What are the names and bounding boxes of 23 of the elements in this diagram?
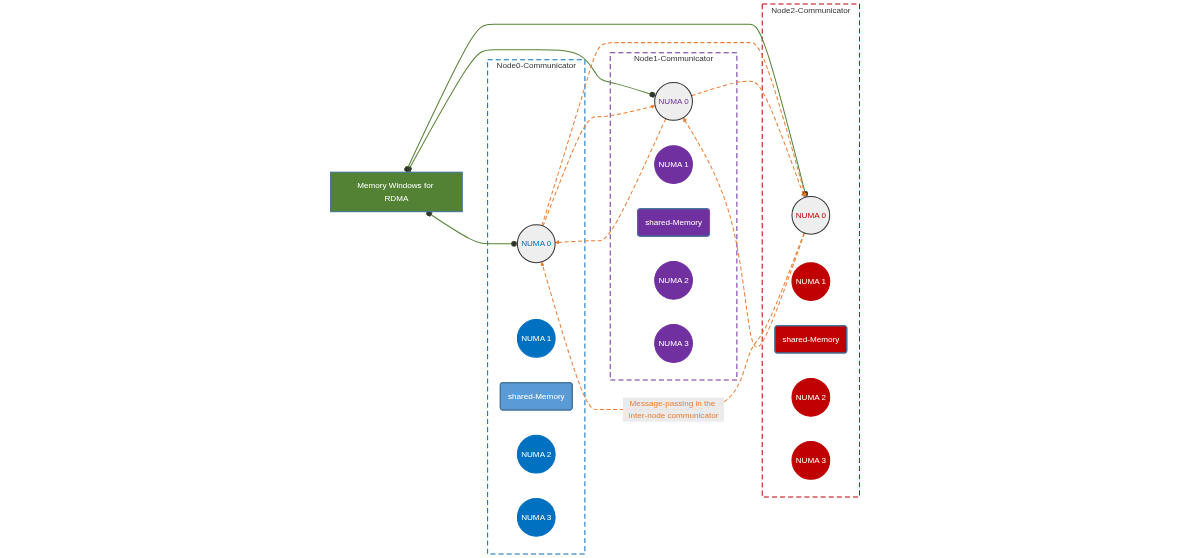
arrow <box>683 117 806 348</box>
node-circle: NUMA 3 <box>654 324 694 363</box>
arrow <box>541 42 808 227</box>
node-box: Memory Windows for RDMA <box>330 171 464 213</box>
arrow <box>555 118 667 245</box>
node-circle: NUMA 3 <box>517 497 557 537</box>
node-circle: NUMA 1 <box>654 145 694 184</box>
connector <box>404 23 809 198</box>
arrow <box>541 232 806 411</box>
node-circle: NUMA 2 <box>654 260 694 300</box>
connector <box>426 210 519 247</box>
node-circle: NUMA 1 <box>791 262 831 301</box>
arrow <box>542 104 656 227</box>
node-circle: NUMA 0 <box>791 195 831 235</box>
node-circle: NUMA 2 <box>791 377 831 417</box>
node-circle: NUMA 1 <box>517 319 557 358</box>
node-circle: NUMA 0 <box>654 82 694 121</box>
edge-label: Message-passing in the inter-node communicator <box>629 398 719 420</box>
node-circle: NUMA 3 <box>791 441 831 480</box>
connector <box>406 49 657 173</box>
node-circle: NUMA 2 <box>517 434 557 474</box>
node-circle: NUMA 0 <box>517 224 557 264</box>
arrow <box>691 80 806 198</box>
